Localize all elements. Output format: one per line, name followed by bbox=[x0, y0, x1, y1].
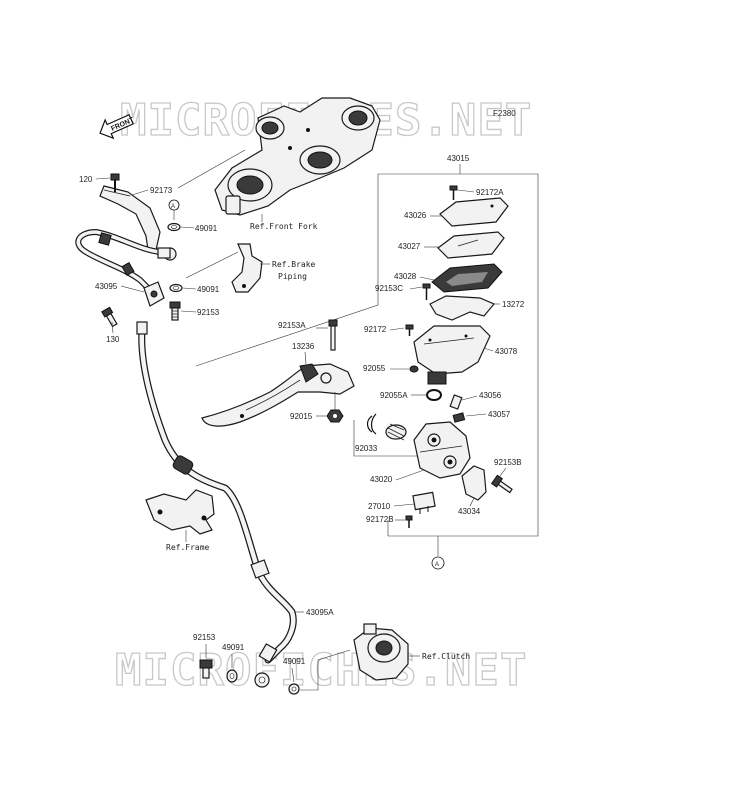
label-92172B: 92172B bbox=[366, 515, 394, 524]
plate-43027 bbox=[437, 231, 505, 259]
ref-brake-piping-2: Piping bbox=[278, 272, 307, 281]
label-49091-c: 49091 bbox=[222, 643, 245, 652]
banjo-fitting-mid bbox=[143, 281, 165, 307]
switch-43056 bbox=[449, 394, 463, 410]
triple-clamp bbox=[214, 97, 381, 216]
label-49091-d: 49091 bbox=[283, 657, 306, 666]
label-27010: 27010 bbox=[368, 502, 391, 511]
clutch-slave-cylinder bbox=[353, 623, 409, 681]
watermark-bottom: MICROFICHES.NET bbox=[115, 645, 527, 696]
label-43027: 43027 bbox=[398, 242, 421, 251]
label-92153A: 92153A bbox=[278, 321, 306, 330]
hose-end-bottom bbox=[258, 643, 278, 663]
screw-92172A bbox=[449, 185, 458, 200]
bolt-92153B bbox=[490, 474, 513, 494]
label-13272: 13272 bbox=[502, 300, 525, 309]
master-cylinder-frame bbox=[378, 173, 539, 537]
switch-27010 bbox=[412, 491, 436, 514]
label-49091-b: 49091 bbox=[197, 285, 220, 294]
label-43057: 43057 bbox=[488, 410, 511, 419]
brake-piping-bracket bbox=[231, 243, 263, 293]
label-92015: 92015 bbox=[290, 412, 313, 421]
hose-end-top bbox=[136, 321, 148, 335]
hose-grommet bbox=[172, 455, 194, 475]
label-43056: 43056 bbox=[479, 391, 502, 400]
diaphragm-43028 bbox=[431, 263, 503, 293]
screw-92172 bbox=[405, 324, 414, 336]
banjo-upper bbox=[157, 247, 177, 261]
oring-92055 bbox=[409, 365, 419, 373]
ref-clutch: Ref.Clutch bbox=[422, 652, 470, 661]
master-cylinder-body-43078 bbox=[413, 325, 491, 385]
label-120: 120 bbox=[79, 175, 93, 184]
clamp-43034 bbox=[461, 465, 487, 501]
label-92055: 92055 bbox=[363, 364, 386, 373]
reservoir-cap-43026 bbox=[439, 197, 509, 227]
marker-a-bottom-label: A bbox=[435, 562, 439, 568]
bolt-92153-bottom bbox=[199, 659, 213, 679]
label-43028: 43028 bbox=[394, 272, 417, 281]
label-43095: 43095 bbox=[95, 282, 118, 291]
screw-92153C bbox=[422, 283, 431, 300]
label-92033: 92033 bbox=[355, 444, 378, 453]
ref-front-fork: Ref.Front Fork bbox=[250, 222, 318, 231]
banjo-lower bbox=[254, 672, 270, 688]
label-92153: 92153 bbox=[197, 308, 220, 317]
label-13236: 13236 bbox=[292, 342, 315, 351]
label-92153C: 92153C bbox=[375, 284, 403, 293]
screw-92172B bbox=[405, 515, 413, 528]
bolt-92153A bbox=[328, 319, 338, 351]
spring-92033 bbox=[366, 413, 407, 441]
label-43026: 43026 bbox=[404, 211, 427, 220]
master-cylinder-43020 bbox=[413, 421, 471, 479]
label-43078: 43078 bbox=[495, 347, 518, 356]
label-92172: 92172 bbox=[364, 325, 387, 334]
ref-brake-piping-1: Ref.Brake bbox=[272, 260, 316, 269]
label-49091-a: 49091 bbox=[195, 224, 218, 233]
switch-43057 bbox=[452, 412, 466, 423]
label-130: 130 bbox=[106, 335, 120, 344]
label-43095A: 43095A bbox=[306, 608, 334, 617]
ref-frame: Ref.Frame bbox=[166, 543, 210, 552]
nut-92015 bbox=[326, 409, 344, 423]
marker-a-bottom bbox=[431, 556, 445, 570]
frame-bracket bbox=[145, 489, 215, 535]
label-92173: 92173 bbox=[150, 186, 173, 195]
bolt-130 bbox=[101, 306, 118, 328]
clutch-lever-13236 bbox=[201, 363, 355, 427]
bolt-120 bbox=[110, 173, 120, 192]
label-92153-bottom: 92153 bbox=[193, 633, 216, 642]
label-43034: 43034 bbox=[458, 507, 481, 516]
label-43015: 43015 bbox=[447, 154, 470, 163]
oring-92055A bbox=[426, 389, 442, 401]
diagram-code: F2380 bbox=[493, 109, 516, 118]
label-92055A: 92055A bbox=[380, 391, 408, 400]
label-43020: 43020 bbox=[370, 475, 393, 484]
label-92172A: 92172A bbox=[476, 188, 504, 197]
marker-a-top-label: A bbox=[171, 204, 175, 210]
cover-13272 bbox=[429, 295, 495, 321]
banjo-bolt-92153 bbox=[169, 301, 181, 321]
label-92153B: 92153B bbox=[494, 458, 522, 467]
